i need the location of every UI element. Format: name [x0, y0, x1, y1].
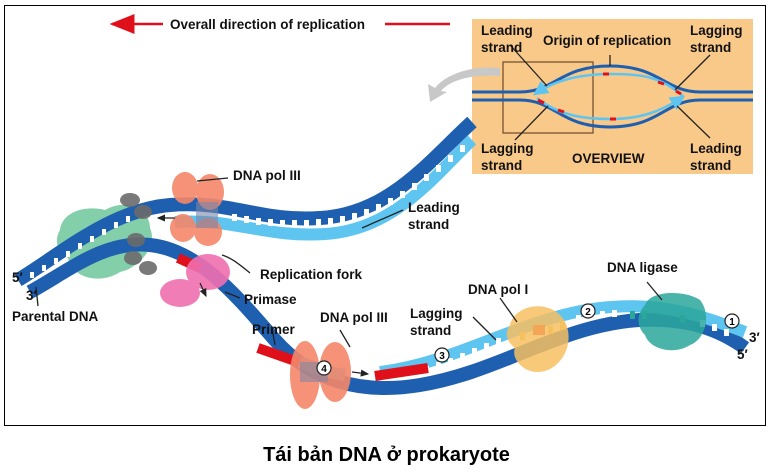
- label-parental-dna: Parental DNA: [12, 309, 99, 324]
- dna-pol-i-shape: [506, 306, 569, 372]
- label-leading-strand-2: strand: [408, 217, 449, 232]
- svg-text:2: 2: [585, 307, 591, 318]
- primer-1: [256, 343, 300, 367]
- overview-label-lagging-tr: Lagging: [690, 23, 743, 38]
- zoom-arrow-icon: [428, 67, 500, 102]
- step-marker-3: 3: [434, 347, 450, 363]
- dna-pol-iii-top-shape: [170, 172, 224, 246]
- overview-label-lagging-bl: Lagging: [481, 141, 534, 156]
- zoom-region-box: [502, 61, 594, 134]
- label-dna-ligase: DNA ligase: [607, 260, 678, 275]
- label-5prime-left: 5′: [12, 270, 23, 285]
- leading-strand-new: [174, 135, 477, 241]
- diagram-frame: [4, 5, 766, 426]
- dna-ligase-shape: [638, 293, 707, 351]
- label-3prime-left: 3′: [26, 288, 37, 303]
- label-leading-strand-1: Leading: [408, 200, 460, 215]
- label-dna-pol-iii-top: DNA pol III: [233, 168, 301, 183]
- label-replication-fork: Replication fork: [260, 267, 363, 282]
- direction-label: Overall direction of replication: [170, 17, 365, 32]
- label-dna-pol-i: DNA pol I: [468, 282, 528, 297]
- overview-label-leading-br: Leading: [690, 141, 742, 156]
- figure-caption: Tái bản DNA ở prokaryote: [263, 444, 510, 466]
- label-5prime-right: 5′: [737, 347, 748, 362]
- step-marker-1: 1: [724, 313, 740, 329]
- primase-shape: [160, 254, 230, 307]
- overview-title: OVERVIEW: [572, 151, 645, 166]
- overview-panel: Leading strand Origin of replication Lag…: [472, 19, 753, 174]
- svg-text:4: 4: [321, 364, 327, 375]
- overview-label-strand-tr: strand: [690, 40, 731, 55]
- overview-label-strand-bl: strand: [481, 158, 522, 173]
- label-3prime-right: 3′: [749, 330, 760, 345]
- single-strand-binding-proteins: [120, 193, 157, 275]
- overview-label-strand-tl: strand: [481, 40, 522, 55]
- label-lagging-strand-2: strand: [410, 323, 451, 338]
- svg-text:3: 3: [439, 351, 445, 362]
- primer-2: [374, 363, 429, 381]
- step-marker-4: 4: [316, 360, 332, 376]
- label-primase: Primase: [244, 292, 297, 307]
- overview-label-leading-tl: Leading: [481, 23, 533, 38]
- label-lagging-strand-1: Lagging: [410, 306, 463, 321]
- step-marker-2: 2: [580, 303, 596, 319]
- label-dna-pol-iii-bottom: DNA pol III: [320, 310, 388, 325]
- overview-origin-label: Origin of replication: [543, 33, 671, 48]
- svg-text:1: 1: [729, 317, 735, 328]
- label-primer: Primer: [252, 322, 296, 337]
- overview-label-strand-br: strand: [690, 158, 731, 173]
- parental-strand-top: [14, 116, 477, 287]
